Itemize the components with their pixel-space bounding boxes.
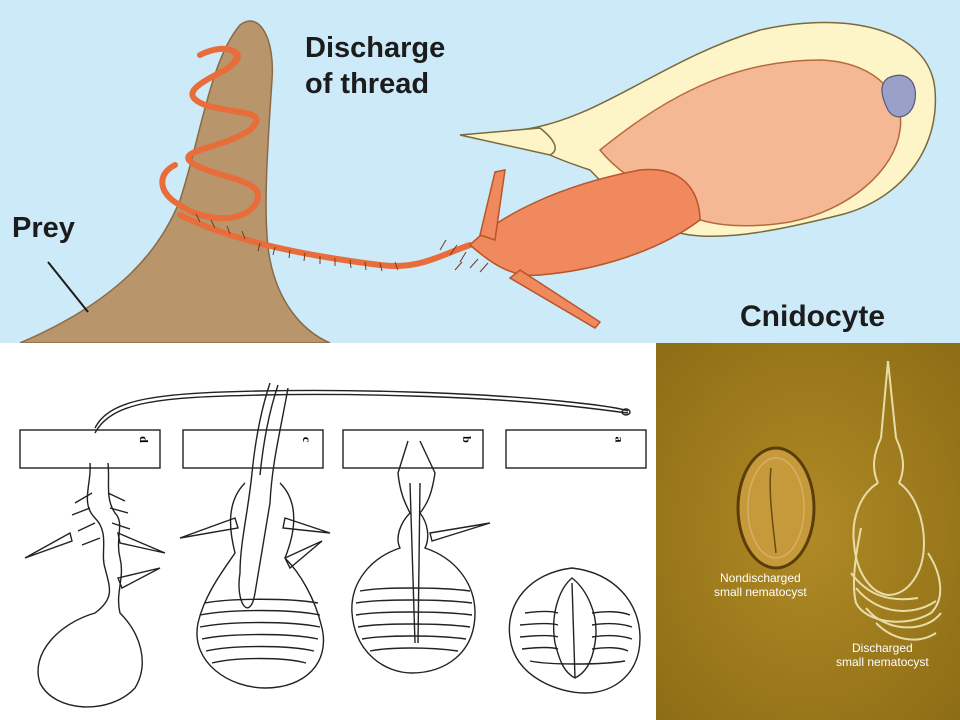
- stage-c-capsule: [179, 382, 331, 689]
- nucleus: [881, 74, 916, 118]
- stage-b-label: b: [459, 436, 474, 443]
- long-discharged-thread: [94, 389, 629, 429]
- discharge-label-line1: Discharge: [305, 32, 446, 64]
- stage-c-coils: [199, 598, 321, 664]
- micrograph-panel: Nondischarged small nematocyst Discharge…: [656, 343, 960, 720]
- discharged-nematocyst: [850, 360, 942, 641]
- discharged-label-line1: Discharged: [852, 641, 913, 655]
- discharged-label: Discharged small nematocyst: [836, 641, 929, 669]
- discharge-stages-panel: d c b a: [0, 343, 656, 720]
- spine-upper: [479, 169, 506, 241]
- nondischarged-label-line2: small nematocyst: [714, 585, 807, 599]
- cnidocyte-label: Cnidocyte: [740, 300, 886, 333]
- stage-a-box: [505, 429, 647, 469]
- discharge-label-line2: of thread: [305, 68, 430, 100]
- tubule-base: [468, 168, 701, 277]
- stage-d-capsule: [24, 462, 166, 708]
- nematocyst-micrograph: [656, 343, 960, 720]
- thread-barbs: [195, 213, 399, 272]
- stage-a-capsule: [508, 567, 641, 694]
- nondischarged-nematocyst: [736, 446, 816, 570]
- coiled-thread: [159, 45, 261, 222]
- nondischarged-label-line1: Nondischarged: [719, 571, 801, 585]
- discharge-label: Discharge of thread: [305, 30, 445, 102]
- cnidocyte-illustration-panel: Discharge of thread Prey Cnidocyte: [0, 0, 960, 343]
- operculum: [459, 127, 556, 156]
- cnidocyte-diagram: [19, 20, 937, 343]
- nondischarged-label: Nondischarged small nematocyst: [714, 571, 807, 599]
- stage-d-label: d: [136, 436, 151, 443]
- prey-pointer-line: [47, 261, 89, 313]
- stage-c-label: c: [300, 436, 315, 443]
- stage-b-capsule: [351, 440, 491, 674]
- stage-b-coils: [355, 587, 473, 652]
- discharged-label-line2: small nematocyst: [836, 655, 929, 669]
- spine-lower: [508, 269, 602, 329]
- stage-a-label: a: [612, 436, 627, 443]
- stage-a-coils: [519, 610, 633, 665]
- discharged-thread: [177, 212, 473, 269]
- prey-label: Prey: [12, 212, 75, 244]
- stage-b-box: [342, 429, 484, 469]
- base-hairs: [439, 239, 489, 273]
- prey-body: [19, 20, 331, 343]
- discharge-stages-drawing: [19, 382, 647, 708]
